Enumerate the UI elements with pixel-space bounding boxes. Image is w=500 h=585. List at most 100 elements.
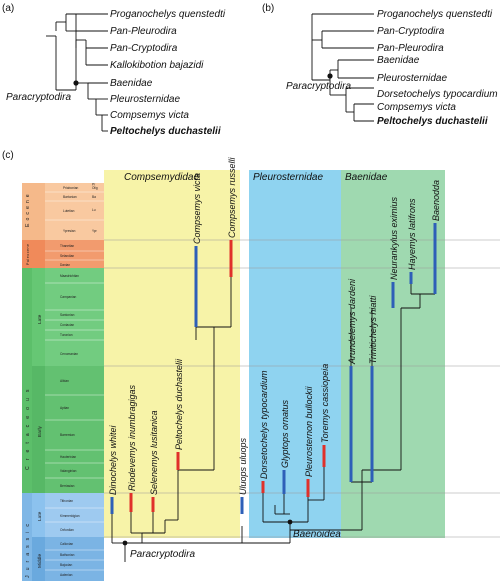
- panel-b-taxon-2: Pan-Pleurodira: [377, 43, 444, 54]
- epoch-paleocene: [32, 240, 45, 268]
- panel-c-label: (c): [2, 150, 14, 161]
- panel-a-taxon-5: Pleurosternidae: [110, 94, 180, 105]
- eocene-sub-1: Lu: [92, 208, 96, 212]
- panel-b-taxon-6: Compsemys victa: [377, 102, 456, 113]
- panel-a-label: (a): [2, 3, 14, 14]
- panel-a-taxon-0: Proganochelys quenstedti: [110, 9, 226, 20]
- stages-late-cretaceous: [45, 268, 104, 366]
- pleurosternidae-label: Pleurosternidae: [253, 172, 323, 183]
- pleurosternidae-box: [249, 170, 341, 538]
- stage-santonian: Santonian: [60, 313, 75, 317]
- range-uluops: [240, 497, 244, 514]
- stages-paleocene: [45, 240, 104, 268]
- panel-a-taxon-7: Peltochelys duchastelii: [110, 126, 221, 137]
- stage-priabonian: Priabonian: [63, 186, 78, 190]
- eocene-sub-3: Ypr: [92, 229, 98, 233]
- stage-lutetian: Lutetian: [63, 209, 75, 213]
- panel-a-taxon-6: Compsemys victa: [110, 110, 189, 121]
- taxon-dinochelys: Dinochelys whitei: [108, 424, 118, 495]
- epoch-label-late-cretaceous: Late: [37, 314, 43, 324]
- stages-early-cretaceous: [45, 366, 104, 493]
- range-selenemys: [151, 497, 155, 512]
- stage-albian: Albian: [60, 379, 69, 383]
- stage-aalenian: Aalenian: [60, 573, 73, 577]
- panel-b-node-dot: [327, 73, 333, 79]
- stage-maastrichtian: Maastrichtian: [60, 274, 79, 278]
- epoch-middle-jurassic: [32, 537, 45, 581]
- panel-b-taxon-1: Pan-Cryptodira: [377, 26, 445, 37]
- range-compsemys-russelli: [229, 240, 233, 277]
- range-glyptops: [282, 470, 286, 494]
- taxon-toremys: Toremys cassiopeia: [320, 364, 330, 443]
- stage-berriasian: Berriasian: [60, 484, 75, 488]
- compsemydidae-label: Compsemydidae: [124, 172, 199, 183]
- panel-b-node-label: Paracryptodira: [286, 81, 351, 92]
- taxon-neurankylus: Neurankylus eximius: [389, 196, 399, 280]
- stage-selandian: Selandian: [60, 254, 74, 258]
- panel-a-tree: [46, 13, 108, 132]
- taxon-compsemys-russelli: Compsemys russelli: [227, 156, 237, 238]
- range-peltochelys: [176, 452, 180, 470]
- stage-callovian: Callovian: [60, 542, 73, 546]
- stage-cenomanian: Cenomanian: [60, 352, 78, 356]
- taxon-selenemys: Selenemys lusitanica: [149, 410, 159, 495]
- stage-barremian: Barremian: [60, 433, 75, 437]
- stage-danian: Danian: [60, 263, 70, 267]
- range-dinochelys: [110, 497, 114, 514]
- eocene-sub-4: Pr: [92, 183, 96, 187]
- taxon-arundelemys: Arundelemys dardeni: [347, 278, 357, 365]
- taxon-hayemys: Hayemys latifrons: [407, 198, 417, 270]
- panel-a-node-label: Paracryptodira: [6, 92, 71, 103]
- epoch-late-cretaceous: [32, 268, 45, 366]
- epoch-eocene: [32, 183, 45, 240]
- stage-aptian: Aptian: [60, 406, 69, 410]
- taxon-dorsetochelys: Dorsetochelys typocardium: [259, 370, 269, 479]
- range-dorsetochelys: [261, 481, 265, 493]
- taxon-baenodda: Baenodda: [431, 180, 441, 221]
- range-hayemys: [409, 272, 413, 284]
- range-toremys: [322, 445, 326, 467]
- baenidae-label: Baenidae: [345, 172, 388, 183]
- taxon-trinitichelys: Trinitichelys hiatti: [368, 295, 378, 364]
- epoch-late-jurassic: [32, 493, 45, 537]
- paracryptodira-node-dot: [122, 540, 128, 546]
- panel-b-taxon-7: Peltochelys duchastelii: [377, 116, 488, 127]
- eocene-sub-0: Olig: [92, 186, 98, 190]
- panel-b-label: (b): [262, 3, 274, 14]
- baenoidea-label: Baenoidea: [293, 529, 341, 540]
- baenidae-box: [341, 170, 445, 538]
- stage-kimmeridgian: Kimmeridgian: [60, 514, 80, 518]
- panel-a-taxon-3: Kallokibotion bajazidi: [110, 60, 204, 71]
- stage-bartonian: Bartonian: [63, 195, 77, 199]
- range-pleurosternon: [306, 479, 310, 497]
- paracryptodira-label: Paracryptodira: [130, 549, 195, 560]
- stages-middle-jurassic: [45, 537, 104, 581]
- epoch-label-middle-jurassic: Middle: [37, 554, 43, 568]
- taxon-pleurosternon: Pleurosternon bullockii: [304, 385, 314, 477]
- taxon-glyptops: Glyptops ornatus: [280, 399, 290, 468]
- taxon-uluops: Uluops uluops: [238, 437, 248, 495]
- panel-b-taxon-5: Dorsetochelys typocardium: [377, 89, 498, 100]
- stage-tithonian: Tithonian: [60, 499, 73, 503]
- eocene-sub-2: Ba: [92, 195, 96, 199]
- panel-b: (b) Proganochelys quenstedti P: [262, 3, 498, 127]
- panel-a: (a): [2, 3, 226, 137]
- panel-b-taxon-4: Pleurosternidae: [377, 73, 447, 84]
- panel-a-taxon-2: Pan-Cryptodira: [110, 43, 178, 54]
- period-label-jurassic: Jurassic: [25, 519, 31, 578]
- period-label-paleocene: Paleocene: [26, 244, 30, 265]
- epoch-label-late-jurassic: Late: [37, 511, 43, 521]
- stage-turonian: Turonian: [60, 333, 73, 337]
- taxon-peltochelys: Peltochelys duchastelii: [174, 358, 184, 450]
- stage-thanetian: Thanetian: [60, 244, 74, 248]
- stage-coniacian: Coniacian: [60, 323, 74, 327]
- stage-oxfordian: Oxfordian: [60, 528, 74, 532]
- panel-b-tree: [311, 13, 374, 122]
- panel-a-node-dot: [73, 80, 79, 86]
- range-trinitichelys: [370, 366, 374, 482]
- panel-a-taxon-4: Baenidae: [110, 78, 153, 89]
- compsemydidae-box: [104, 170, 240, 538]
- panel-b-taxon-0: Proganochelys quenstedti: [377, 9, 493, 20]
- period-cretaceous: [22, 268, 32, 493]
